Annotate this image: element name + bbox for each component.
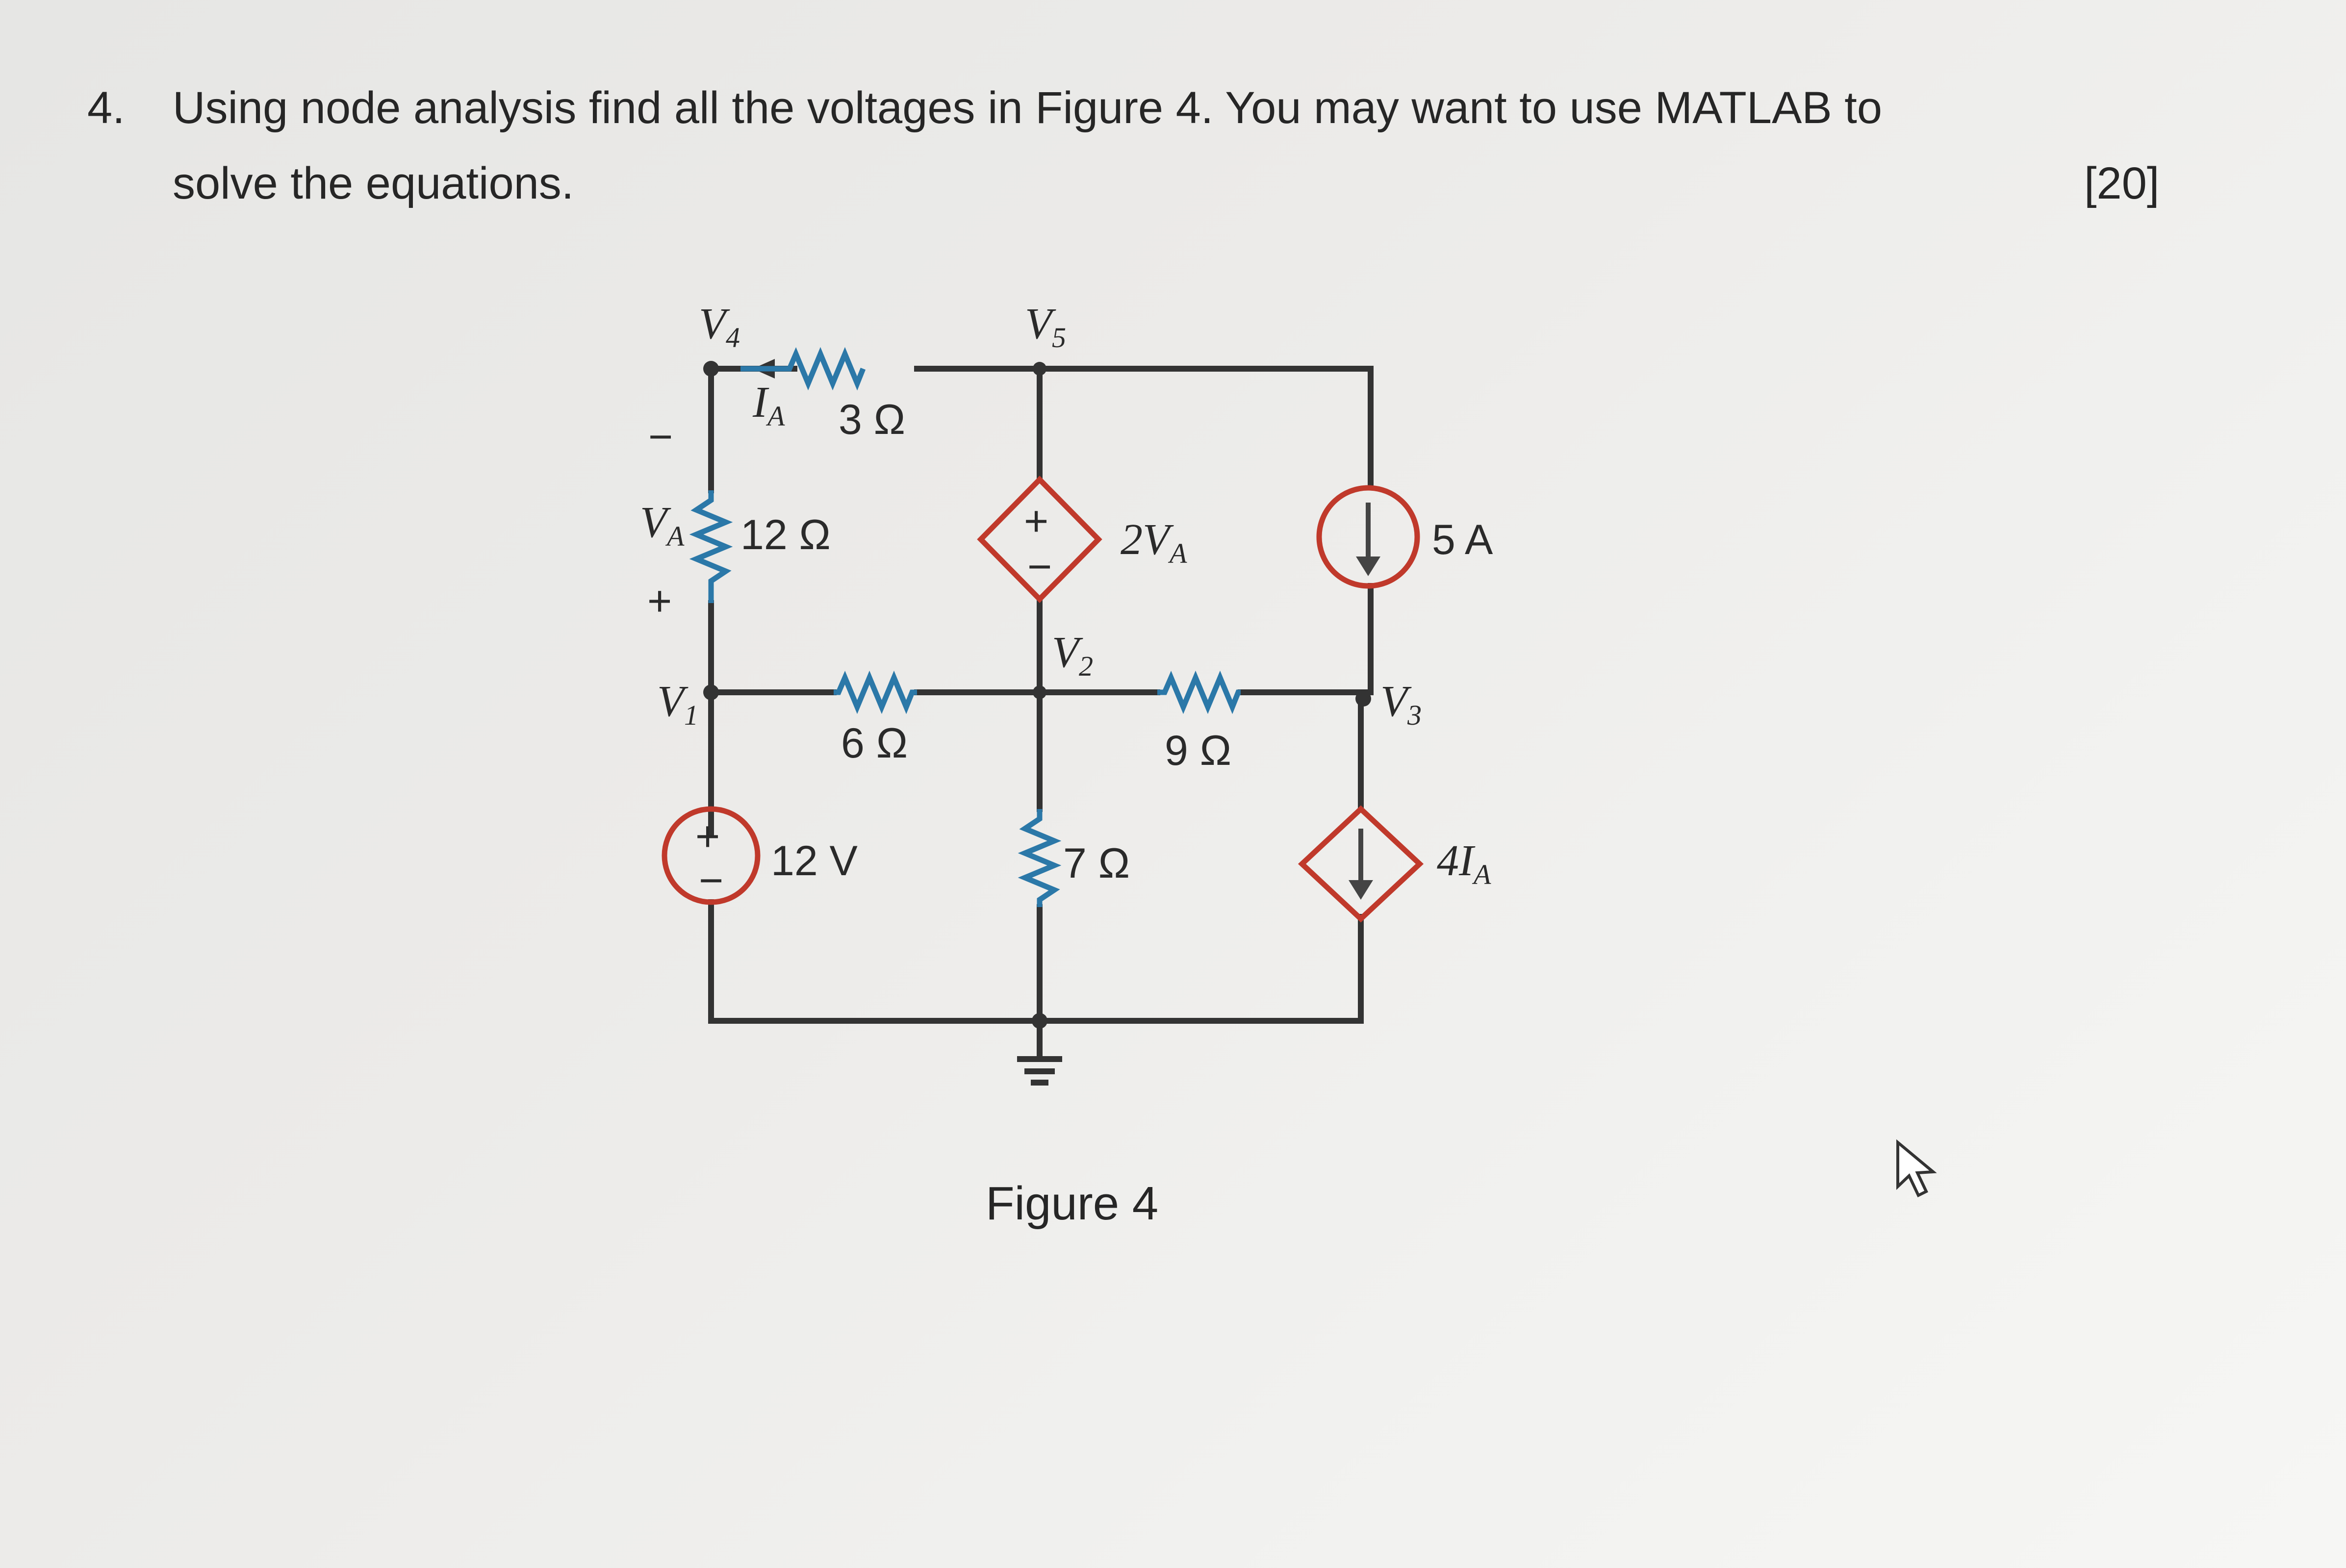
value-5a: 5 A: [1432, 516, 1493, 563]
question-text-line-1: Using node analysis find all the voltage…: [173, 83, 1883, 133]
va-minus-sign: −: [648, 413, 673, 460]
value-12v: 12 V: [771, 837, 858, 885]
arrow-down-icon: [1356, 556, 1380, 576]
label-v2: V2: [1052, 628, 1093, 682]
label-v3: V3: [1380, 677, 1422, 731]
resistor-6ohm: [834, 670, 917, 714]
question-marks: [20]: [2084, 158, 2160, 208]
resistor-3ohm: [740, 347, 866, 391]
value-dependent-cs: 4IA: [1437, 836, 1491, 890]
value-7ohm: 7 Ω: [1063, 840, 1130, 887]
question-number: 4.: [87, 83, 125, 133]
va-plus-sign: +: [647, 578, 672, 625]
dvs-minus-sign: −: [1027, 543, 1052, 590]
vs-plus-sign: +: [695, 813, 720, 860]
circuit-wires: [703, 359, 1374, 1086]
resistor-12ohm: [689, 490, 733, 603]
question-text-line-2: solve the equations.: [173, 158, 574, 208]
dependent-current-source: [1298, 805, 1424, 923]
voltage-source-12v: + −: [662, 806, 761, 905]
label-v4: V4: [699, 300, 740, 354]
resistor-7ohm: [1018, 809, 1062, 907]
value-12ohm: 12 Ω: [740, 511, 831, 558]
dependent-voltage-source: + −: [977, 476, 1102, 603]
resistor-9ohm: [1157, 670, 1241, 714]
value-dependent-vs: 2VA: [1121, 515, 1187, 569]
value-6ohm: 6 Ω: [841, 720, 908, 767]
current-source-5a: [1316, 485, 1420, 589]
arrow-down-icon: [1349, 880, 1373, 900]
dvs-plus-sign: +: [1024, 498, 1048, 545]
mouse-cursor-icon: [1896, 1139, 1937, 1198]
label-ia: IA: [752, 378, 785, 432]
vs-minus-sign: −: [699, 857, 723, 904]
label-va: VA: [640, 498, 685, 552]
value-9ohm: 9 Ω: [1165, 727, 1231, 774]
value-3ohm: 3 Ω: [839, 396, 905, 443]
label-v5: V5: [1025, 300, 1066, 354]
figure-caption: Figure 4: [986, 1177, 1159, 1230]
label-v1: V1: [657, 677, 698, 731]
